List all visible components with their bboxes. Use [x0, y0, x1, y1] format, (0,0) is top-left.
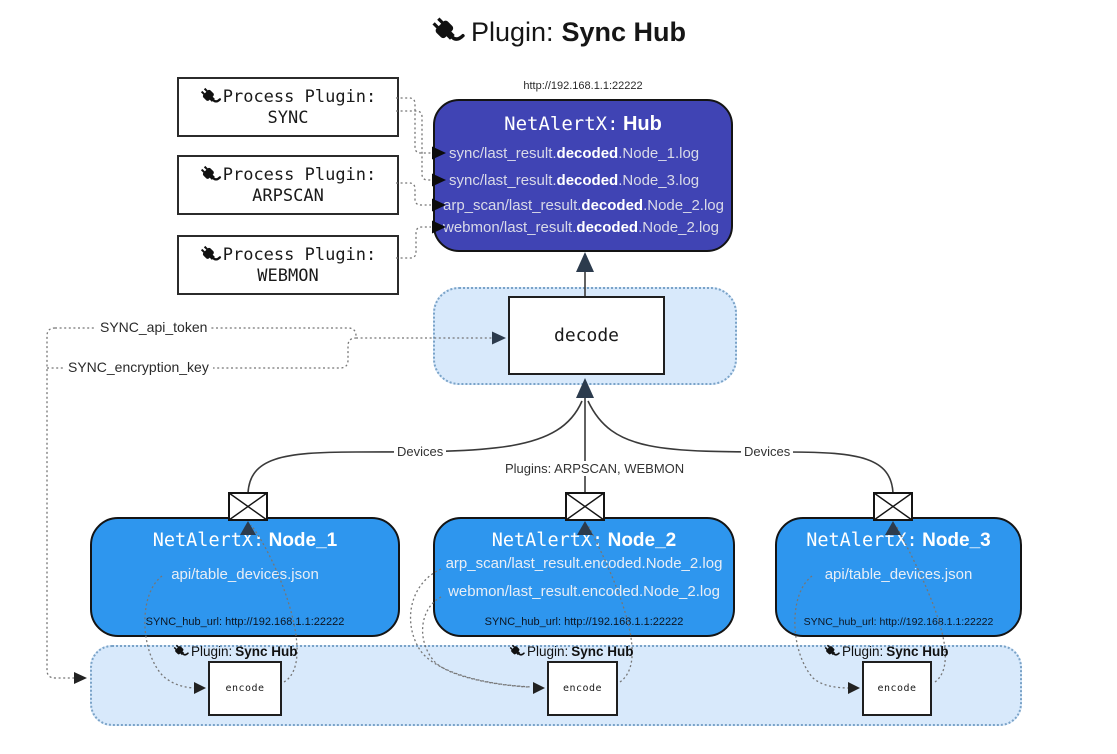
node-hub-url: SYNC_hub_url: http://192.168.1.1:22222 [145, 616, 345, 628]
edge-label-devices-right: Devices [741, 444, 794, 459]
node-hub-url: SYNC_hub_url: http://192.168.1.1:22222 [803, 616, 994, 628]
plug-icon [509, 644, 525, 656]
node-file: api/table_devices.json [824, 566, 973, 583]
process-plugin-label: Process Plugin: [222, 86, 377, 107]
page-title: Plugin: Sync Hub [0, 16, 1117, 48]
node-file: webmon/last_result.encoded.Node_2.log [448, 583, 720, 600]
process-plugin-box-webmon: Process Plugin: WEBMON [177, 235, 399, 295]
process-plugin-name: SYNC [267, 107, 309, 128]
process-plugin-name: ARPSCAN [252, 185, 324, 206]
token-label-api: SYNC_api_token [96, 319, 212, 335]
process-plugin-name: WEBMON [257, 265, 319, 286]
plug-icon [200, 87, 221, 102]
hub-title: NetAlertX: Hub [435, 113, 731, 136]
node-title: NetAlertX: Node_2 [491, 530, 677, 551]
plugin-sync-hub-label: Plugin: Sync Hub [509, 644, 634, 659]
hub-title-name: Hub [622, 113, 662, 135]
hub-title-prefix: NetAlertX: [504, 113, 619, 135]
plugin-sync-hub-label: Plugin: Sync Hub [824, 644, 949, 659]
token-label-encryption-key: SYNC_encryption_key [64, 359, 213, 375]
plug-icon [200, 245, 221, 260]
node-hub-url: SYNC_hub_url: http://192.168.1.1:22222 [484, 616, 684, 628]
encode-box: encode [862, 661, 932, 716]
node-box-node3: NetAlertX: Node_3 api/table_devices.json… [775, 517, 1022, 637]
edge-label-devices-left: Devices [394, 444, 447, 459]
plug-icon [173, 644, 189, 656]
hub-log-row: webmon/last_result.decoded.Node_2.log [443, 219, 719, 236]
hub-log-row: arp_scan/last_result.decoded.Node_2.log [443, 197, 724, 214]
encode-box: encode [547, 661, 618, 716]
process-plugin-box-sync: Process Plugin: SYNC [177, 77, 399, 137]
process-plugin-label: Process Plugin: [222, 244, 377, 265]
node-box-node2: NetAlertX: Node_2 arp_scan/last_result.e… [433, 517, 735, 637]
process-plugin-label: Process Plugin: [222, 164, 377, 185]
node-title: NetAlertX: Node_3 [806, 530, 991, 551]
decode-box: decode [508, 296, 665, 375]
envelope-icon [565, 492, 605, 521]
plug-icon [200, 165, 221, 180]
node-file: api/table_devices.json [171, 566, 319, 583]
plug-icon [824, 644, 840, 656]
title-prefix: Plugin: [470, 16, 554, 47]
process-plugin-box-arpscan: Process Plugin: ARPSCAN [177, 155, 399, 215]
node-title: NetAlertX: Node_1 [152, 530, 338, 551]
plugin-sync-hub-label: Plugin: Sync Hub [173, 644, 298, 659]
node-box-node1: NetAlertX: Node_1 api/table_devices.json… [90, 517, 400, 637]
hub-log-row: sync/last_result.decoded.Node_3.log [449, 172, 700, 189]
encode-box: encode [208, 661, 282, 716]
hub-box: NetAlertX: Hub sync/last_result.decoded.… [433, 99, 733, 252]
envelope-icon [228, 492, 268, 521]
title-name: Sync Hub [561, 16, 687, 47]
envelope-icon [873, 492, 913, 521]
hub-url: http://192.168.1.1:22222 [523, 80, 643, 92]
decode-label: decode [553, 325, 620, 346]
plug-icon [432, 17, 465, 41]
edge-label-plugins: Plugins: ARPSCAN, WEBMON [502, 461, 688, 476]
node-file: arp_scan/last_result.encoded.Node_2.log [445, 555, 723, 572]
hub-log-row: sync/last_result.decoded.Node_1.log [449, 145, 700, 162]
